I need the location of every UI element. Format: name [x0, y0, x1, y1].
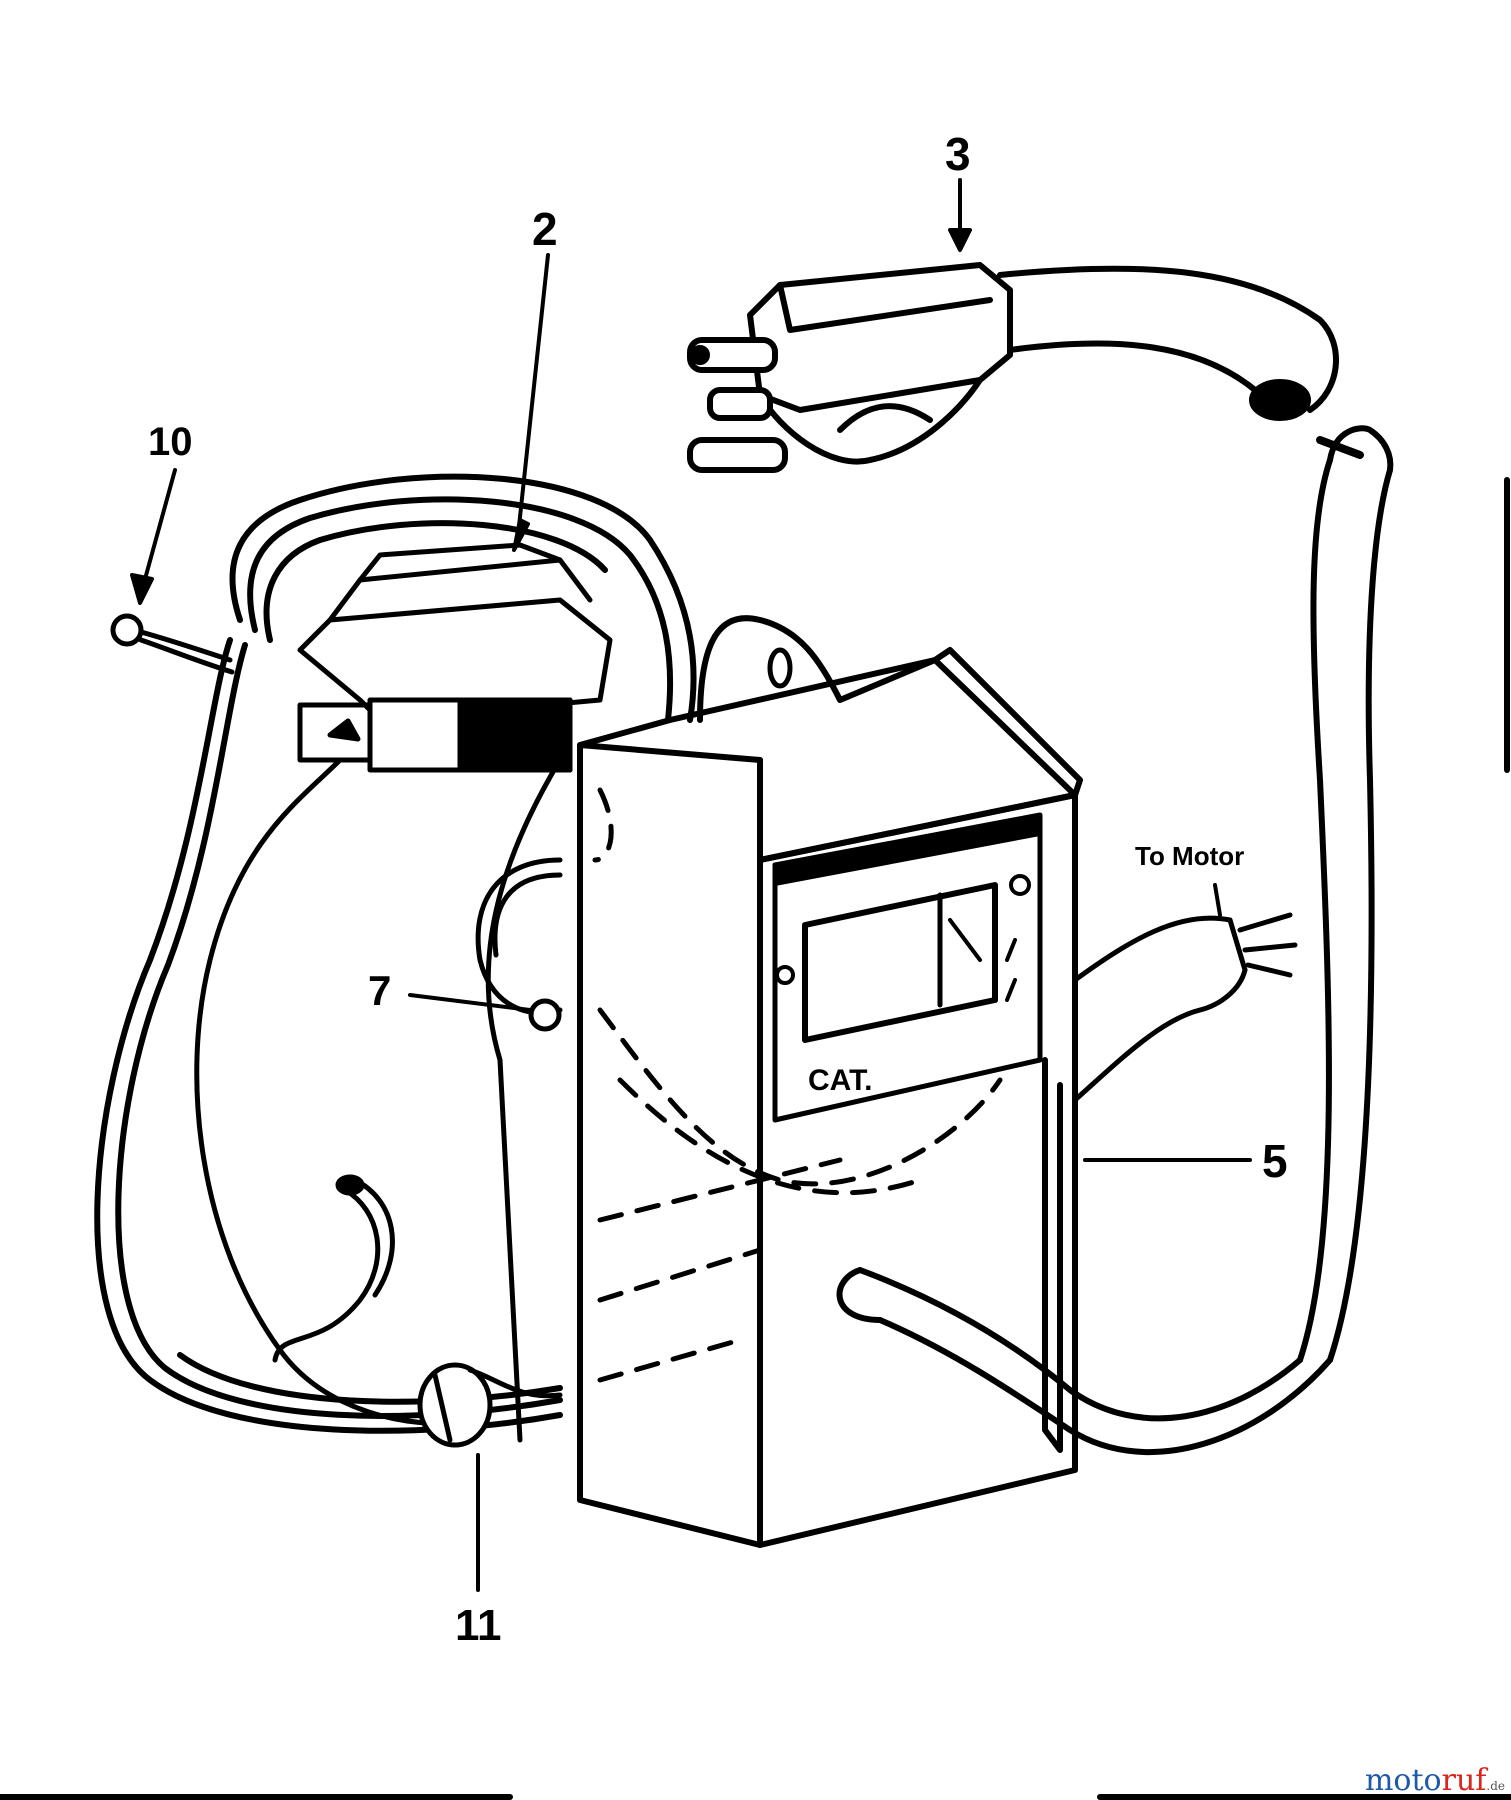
- plug-3: [687, 262, 1013, 473]
- motor-leads: [1072, 912, 1298, 1103]
- callout-2: 2: [532, 203, 558, 255]
- watermark-part2: ruf: [1441, 1763, 1487, 1798]
- to-motor-label: To Motor: [1135, 841, 1244, 871]
- watermark-part1: moto: [1364, 1763, 1442, 1798]
- cat-label: CAT.: [808, 1064, 872, 1097]
- coil-unit: [297, 542, 613, 773]
- callout-3: 3: [945, 128, 971, 180]
- cord-tube: [836, 1267, 1333, 1455]
- callout-11: 11: [455, 1601, 502, 1650]
- power-cord: [997, 265, 1394, 1363]
- callout-7: 7: [368, 967, 391, 1014]
- mounting-hoop: [229, 473, 697, 723]
- coil-housing: [194, 757, 563, 1443]
- clamp-11: [417, 1362, 563, 1448]
- loose-wire: [272, 1174, 395, 1363]
- callout-5: 5: [1262, 1135, 1288, 1187]
- ring-terminal-10: [110, 613, 235, 675]
- page-rules: [0, 477, 1511, 1800]
- hidden-lines: [592, 787, 1003, 1383]
- cord-loop: [94, 637, 563, 1434]
- callout-10: 10: [148, 420, 193, 464]
- leader-lines: [130, 178, 1252, 1592]
- watermark-logo: motoruf.de: [1365, 1766, 1505, 1796]
- watermark-tld: .de: [1486, 1779, 1505, 1793]
